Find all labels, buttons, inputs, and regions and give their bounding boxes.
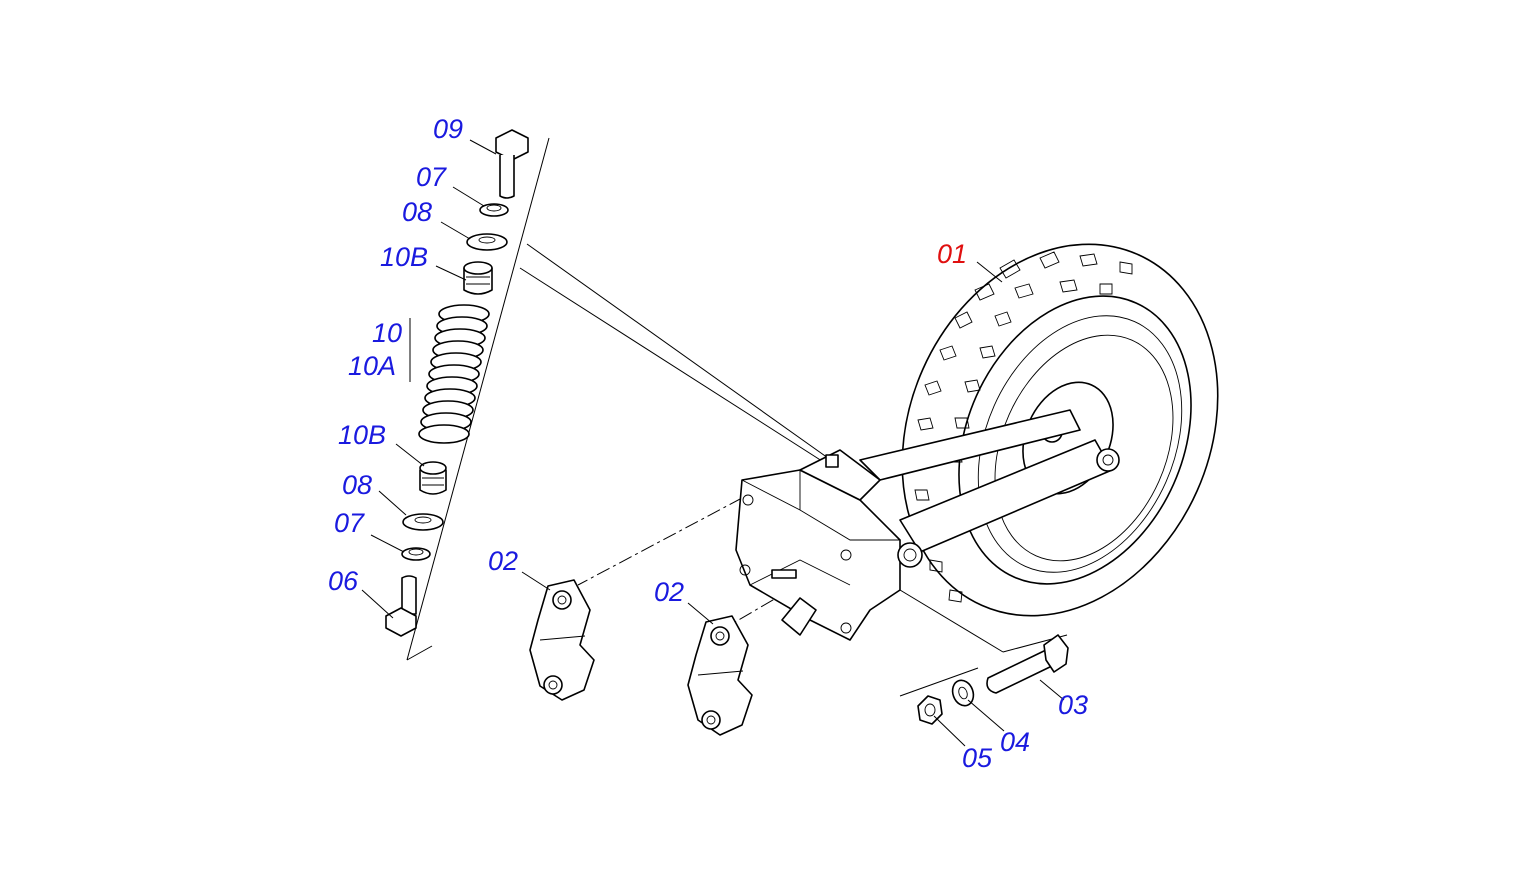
callout-05: 05 <box>962 743 993 773</box>
construction-lines <box>406 137 1068 697</box>
bolt-09-icon <box>495 129 529 199</box>
callout-07-top: 07 <box>416 162 447 192</box>
callout-03: 03 <box>1058 690 1088 720</box>
callout-02-right: 02 <box>654 577 684 607</box>
frame-arm-assembly <box>735 409 1120 641</box>
bracket-02-left-icon <box>529 579 595 701</box>
lock-washer-07-top-icon <box>479 203 509 217</box>
lock-washer-07-bottom-icon <box>401 547 431 561</box>
spring-cap-10b-top-icon <box>463 261 493 295</box>
callout-08-top: 08 <box>402 197 432 227</box>
nut-05-icon <box>917 695 943 725</box>
flat-washer-08-top-icon <box>466 233 508 251</box>
callout-10b-bottom: 10B <box>338 420 386 450</box>
callout-04: 04 <box>1000 727 1030 757</box>
coil-spring-10-icon <box>418 304 490 444</box>
callout-10b-top: 10B <box>380 242 428 272</box>
callout-08-bottom: 08 <box>342 470 372 500</box>
callout-10a: 10A <box>348 351 396 381</box>
bolt-03-icon <box>986 634 1069 694</box>
washer-04-icon <box>951 679 975 707</box>
callout-10: 10 <box>372 318 402 348</box>
bolt-06-icon <box>385 575 417 637</box>
spring-stack-assembly <box>385 129 529 637</box>
callout-01: 01 <box>937 239 967 269</box>
flat-washer-08-bottom-icon <box>402 513 444 531</box>
callout-06: 06 <box>328 566 359 596</box>
callout-02-left: 02 <box>488 546 518 576</box>
callout-labels: 09 07 08 10B 10 10A 10B 08 07 06 01 02 0… <box>328 114 1088 773</box>
spring-cap-10b-bottom-icon <box>419 461 447 495</box>
callout-leaders <box>361 139 1065 747</box>
bracket-02-right-icon <box>687 615 753 736</box>
callout-09: 09 <box>433 114 463 144</box>
callout-07-bottom: 07 <box>334 508 365 538</box>
